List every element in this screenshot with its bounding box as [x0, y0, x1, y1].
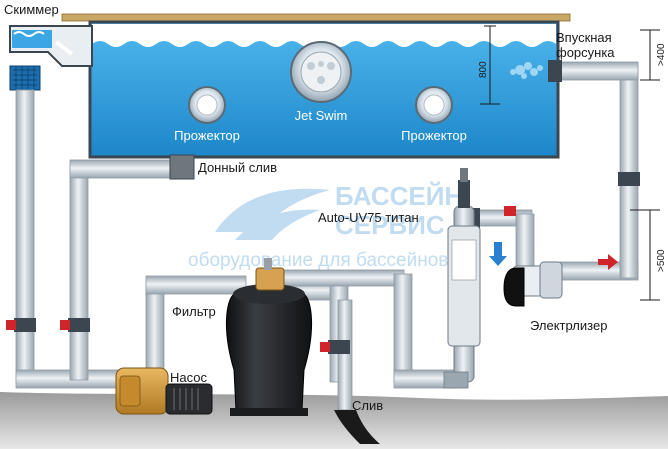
- label-skimmer: Скиммер: [4, 2, 59, 17]
- dim-jet-depth: 800: [478, 61, 489, 78]
- jet-swim-icon: [290, 41, 352, 103]
- filter-valve-head: [255, 267, 285, 291]
- inlet-spray: [510, 62, 543, 79]
- spotlight-left-icon: [188, 86, 226, 124]
- dimension-markers: [480, 25, 660, 301]
- label-spotlight-right: Прожектор: [401, 128, 467, 143]
- watermark-line3: оборудование для бассейнов: [188, 250, 448, 271]
- label-electrolyzer: Электрлизер: [530, 318, 607, 333]
- ground: [0, 392, 668, 449]
- valve-skimmer: [6, 320, 16, 330]
- electrolyzer: [503, 261, 563, 307]
- arrow-down-icon: [489, 242, 507, 266]
- valve-waste: [320, 342, 330, 352]
- arrow-right-icon: [598, 254, 618, 270]
- label-jet-swim: Jet Swim: [295, 108, 348, 123]
- watermark-wave-icon: [215, 188, 330, 232]
- valves: [6, 206, 516, 352]
- label-inlet-line1: Впускная: [556, 30, 612, 45]
- label-spotlight-left: Прожектор: [174, 128, 240, 143]
- valve-electrolyzer: [504, 206, 516, 216]
- label-main-drain: Донный слив: [198, 160, 277, 175]
- watermark-wave2-icon: [235, 209, 320, 240]
- label-drain: Слив: [352, 398, 383, 413]
- skimmer: [9, 25, 93, 91]
- pump: [115, 367, 213, 415]
- label-pump: Насос: [170, 370, 207, 385]
- sand-filter: [226, 258, 312, 416]
- watermark-line2: СЕРВИС: [335, 210, 445, 240]
- main-drain-fitting: [169, 154, 195, 180]
- dim-electrolyzer-height: >500: [656, 249, 667, 272]
- drain-outflow: [334, 410, 380, 444]
- dim-inlet-height: >400: [656, 43, 667, 66]
- pool-deck: [61, 13, 571, 22]
- spotlight-right-icon: [415, 86, 453, 124]
- watermark-line1: БАССЕЙН: [335, 181, 463, 211]
- label-filter: Фильтр: [172, 304, 216, 319]
- label-inlet-line2: форсунка: [556, 45, 615, 60]
- valve-drain: [60, 320, 70, 330]
- uv-unit: [443, 168, 481, 389]
- water-surface: [92, 24, 556, 47]
- watermark: БАССЕЙН СЕРВИС оборудование для бассейно…: [188, 181, 463, 271]
- label-uv-unit: Auto-UV75 титан: [318, 210, 419, 225]
